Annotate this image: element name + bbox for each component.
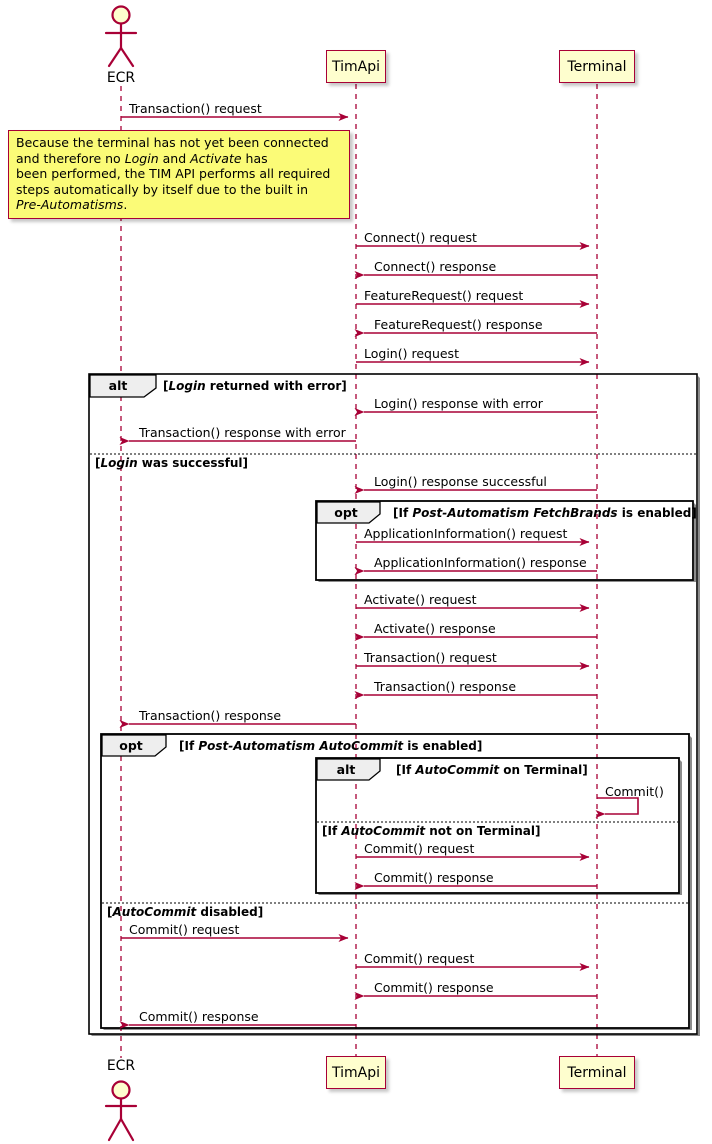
message-label-transaction-response-ecr: Transaction() response	[139, 708, 282, 723]
note-line-4: steps automatically by itself due to the…	[16, 181, 309, 197]
message-label-applicationinformation-request: ApplicationInformation() request	[364, 526, 568, 541]
message-label-transaction-response-2: Transaction() response	[374, 679, 517, 694]
message-label-transaction-request: Transaction() request	[129, 101, 262, 116]
fragment-operator-opt-fetchbrands: opt	[334, 505, 358, 520]
note-line-3: been performed, the TIM API performs all…	[16, 166, 331, 182]
message-label-commit-request-timapi: Commit() request	[364, 951, 475, 966]
fragment-operator-opt-autocommit: opt	[119, 738, 143, 753]
message-label-login-response-successful: Login() response successful	[374, 474, 547, 489]
fragment-condition-alt-autocommit-terminal: [If AutoCommit on Terminal]	[396, 763, 588, 777]
actor-ecr-top	[104, 5, 138, 68]
fragment-alt-autocommit-terminal	[315, 757, 682, 895]
message-label-applicationinformation-response: ApplicationInformation() response	[374, 555, 587, 570]
fragment-condition-opt-autocommit: [If Post-Automatism AutoCommit is enable…	[179, 739, 483, 753]
message-label-commit-response-terminal: Commit() response	[374, 870, 494, 885]
message-label-featurerequest-request: FeatureRequest() request	[364, 288, 524, 303]
message-label-featurerequest-response: FeatureRequest() response	[374, 317, 543, 332]
note-line-2: and therefore no Login and Activate has	[16, 150, 268, 166]
participant-timapi-bottom[interactable]: TimApi	[326, 1056, 386, 1089]
fragment-condition-opt-fetchbrands: [If Post-Automatism FetchBrands is enabl…	[393, 506, 697, 520]
message-arrows	[119, 113, 639, 1029]
message-label-transaction-request-2: Transaction() request	[364, 650, 497, 665]
message-label-commit-self: Commit()	[605, 784, 664, 799]
note-line-1: Because the terminal has not yet been co…	[16, 135, 329, 150]
actor-label-ecr-top: ECR	[106, 70, 136, 86]
actor-ecr-bottom	[104, 1080, 138, 1142]
participant-terminal-top[interactable]: Terminal	[559, 50, 635, 83]
message-label-connect-request: Connect() request	[364, 230, 477, 245]
fragment-condition-alt-login: [Login returned with error]	[163, 379, 347, 393]
fragment-condition-alt-autocommit-not-terminal: [If AutoCommit not on Terminal]	[322, 824, 541, 838]
note-line-5: Pre-Automatisms.	[16, 197, 128, 213]
message-label-commit-response-timapi: Commit() response	[374, 980, 494, 995]
message-label-transaction-response-error: Transaction() response with error	[139, 425, 346, 440]
participant-timapi-top[interactable]: TimApi	[326, 50, 386, 83]
actor-label-ecr-bottom: ECR	[106, 1058, 136, 1074]
fragment-condition-autocommit-disabled: [AutoCommit disabled]	[107, 905, 264, 919]
fragment-condition-alt-login-successful: [Login was successful]	[95, 456, 249, 470]
fragment-alt-login	[88, 373, 700, 1036]
message-label-login-request: Login() request	[364, 346, 459, 361]
message-label-commit-response-ecr: Commit() response	[139, 1009, 259, 1024]
message-label-login-response-error: Login() response with error	[374, 396, 543, 411]
message-label-connect-response: Connect() response	[374, 259, 497, 274]
message-label-commit-request-terminal: Commit() request	[364, 841, 475, 856]
fragment-opt-autocommit	[100, 733, 692, 1030]
fragment-operator-alt-login: alt	[108, 378, 128, 393]
participant-terminal-bottom[interactable]: Terminal	[559, 1056, 635, 1089]
message-label-commit-request-ecr: Commit() request	[129, 922, 240, 937]
arrow-m17-self	[595, 797, 639, 818]
fragment-operator-alt-autocommit-terminal: alt	[336, 762, 356, 777]
message-label-activate-response: Activate() response	[374, 621, 496, 636]
fragment-opt-fetchbrands	[315, 500, 696, 582]
note-pre-automatisms: Because the terminal has not yet been co…	[8, 130, 350, 219]
message-label-activate-request: Activate() request	[364, 592, 477, 607]
